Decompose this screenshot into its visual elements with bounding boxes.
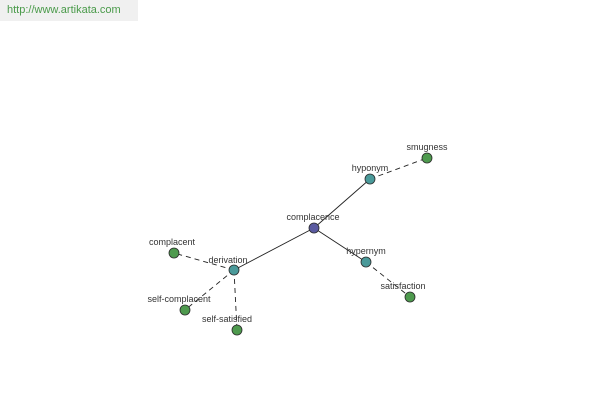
node-hypernym[interactable] xyxy=(360,256,372,268)
node-label-hyponym: hyponym xyxy=(352,163,389,173)
edge-hyponym-smugness xyxy=(369,157,428,180)
node-label-complacent: complacent xyxy=(149,237,196,247)
edges-layer xyxy=(173,157,428,331)
labels-layer: complacence hyponym hypernym derivation smug… xyxy=(147,142,448,324)
edge-derivation-self-satisfied xyxy=(233,269,238,331)
edge-complacence-hyponym xyxy=(313,178,371,229)
node-label-self-complacent: self-complacent xyxy=(147,294,211,304)
node-complacent[interactable] xyxy=(168,247,180,259)
node-label-smugness: smugness xyxy=(406,142,448,152)
node-self-satisfied[interactable] xyxy=(231,324,243,336)
node-hyponym[interactable] xyxy=(364,173,376,185)
node-label-complacence: complacence xyxy=(286,212,339,222)
node-complacence[interactable] xyxy=(308,222,320,234)
edge-complacence-derivation xyxy=(233,227,315,271)
node-label-derivation: derivation xyxy=(208,255,247,265)
node-label-satisfaction: satisfaction xyxy=(380,281,425,291)
edge-complacence-hypernym xyxy=(313,227,367,263)
edge-hypernym-satisfaction xyxy=(365,261,411,298)
node-label-self-satisfied: self-satisfied xyxy=(202,314,252,324)
node-satisfaction[interactable] xyxy=(404,291,416,303)
node-smugness[interactable] xyxy=(421,152,433,164)
nodes-layer xyxy=(168,152,433,336)
node-label-hypernym: hypernym xyxy=(346,246,386,256)
edge-derivation-complacent xyxy=(173,252,235,271)
watermark-link[interactable]: http://www.artikata.com xyxy=(0,0,138,21)
node-derivation[interactable] xyxy=(228,264,240,276)
edge-derivation-self-complacent xyxy=(184,269,235,311)
node-self-complacent[interactable] xyxy=(179,304,191,316)
